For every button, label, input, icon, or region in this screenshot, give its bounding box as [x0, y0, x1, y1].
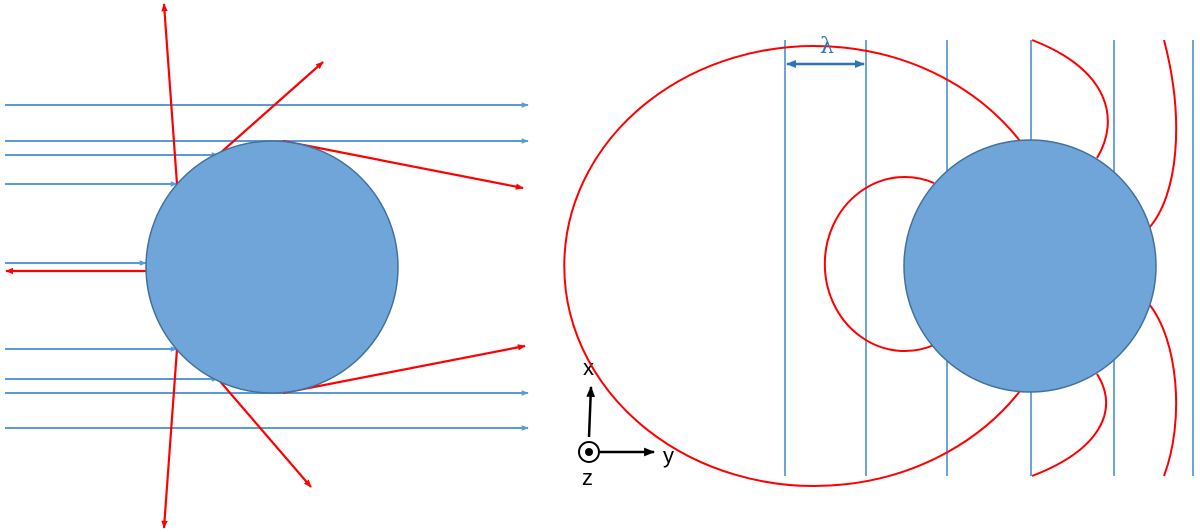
outer-back-wavefront — [563, 45, 1021, 487]
ray-scattering-panel — [5, 3, 529, 529]
z-axis-out-of-page-icon — [578, 441, 600, 463]
z-axis-dot — [585, 448, 593, 456]
scattered-ray — [217, 378, 312, 488]
scattered-wavefronts — [563, 39, 1178, 487]
lower-far-forward-wavefront — [1148, 303, 1178, 477]
scattered-ray — [161, 348, 179, 529]
scattered-ray — [161, 3, 179, 185]
scattered-ray — [282, 344, 526, 395]
scattered-ray — [282, 139, 524, 190]
scattered-rays — [5, 3, 526, 529]
inner-back-wavefront — [823, 176, 935, 352]
scattering-sphere — [903, 139, 1157, 393]
upper-far-forward-wavefront — [1148, 39, 1178, 229]
x-axis-arrow — [586, 385, 596, 438]
scattering-sphere — [145, 140, 399, 394]
y-axis-label: y — [663, 443, 674, 468]
wavelength-label: λ — [820, 34, 834, 59]
axes-indicator: x y z — [578, 355, 674, 490]
incident-rays — [5, 102, 529, 431]
upper-forward-wavefront — [1031, 39, 1109, 159]
scattered-ray — [217, 61, 324, 156]
x-axis-label: x — [583, 355, 594, 380]
lower-forward-wavefront — [1031, 373, 1107, 477]
wave-scattering-panel: λ — [563, 34, 1194, 487]
z-axis-label: z — [582, 465, 593, 490]
